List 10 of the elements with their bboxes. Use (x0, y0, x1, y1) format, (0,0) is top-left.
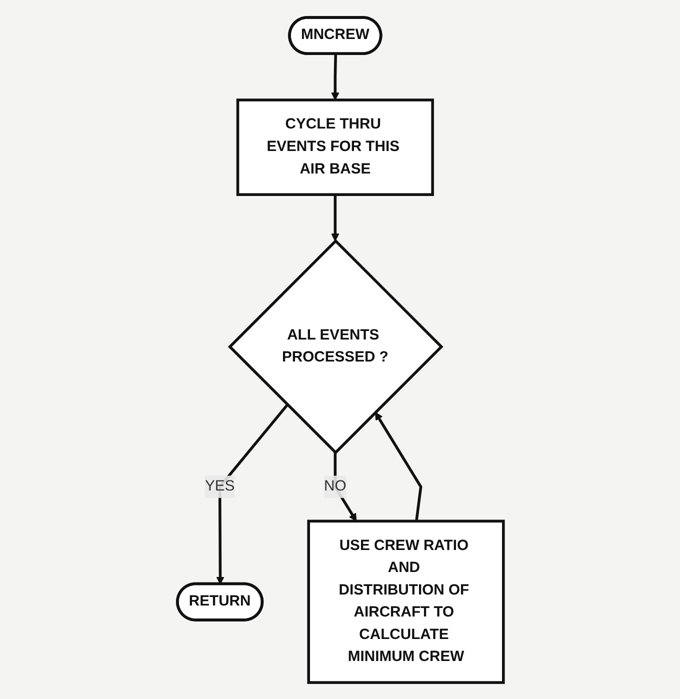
arrow (216, 403, 288, 584)
node-diamond: ALL EVENTS PROCESSED ? (228, 238, 443, 454)
edge-label: NO (324, 478, 346, 494)
arrow (330, 194, 339, 241)
edge-label: YES (204, 478, 234, 494)
arrow (333, 452, 356, 522)
node-box: USE CREW RATIO AND DISTRIBUTION OF AIRCRAFT TO CALCULATE MINIMUM CREW (306, 519, 504, 684)
arrow (330, 54, 339, 100)
arrow (374, 412, 422, 521)
node-box: CYCLE THRU EVENTS FOR THIS AIR BASE (236, 98, 434, 196)
